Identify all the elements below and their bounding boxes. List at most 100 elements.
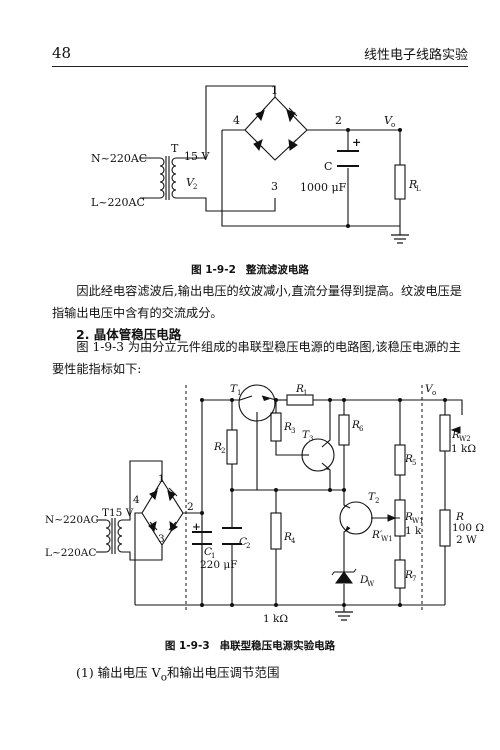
vo-sub: o	[391, 121, 395, 129]
load-value1-label: 100 Ω	[452, 522, 484, 534]
figure2-caption: 图 1-9-3 串联型稳压电源实验电路	[0, 638, 500, 653]
rw1-prime-label: R′	[371, 529, 383, 541]
r6-label: R	[351, 419, 360, 431]
t1-label: T	[230, 383, 238, 395]
diode-icon	[167, 487, 178, 502]
rectifier-filter-circuit-figure: N~220AC L~220AC T 15 V V 2 1 2 3 4 V o +…	[91, 84, 421, 244]
c1-plus-sign: +	[192, 521, 201, 533]
t1-sub: 1	[237, 389, 241, 397]
v2-label: V	[186, 176, 195, 189]
diode-icon	[148, 521, 158, 532]
cap-name-label: C	[324, 160, 332, 173]
t3-label: T	[302, 429, 310, 441]
load-resistor	[394, 164, 406, 200]
vo-label: V	[425, 383, 434, 395]
transistor-icon	[339, 501, 373, 535]
node1-label: 1	[158, 473, 165, 485]
figure1-number: 图 1-9-2	[191, 264, 236, 276]
load-label: R	[455, 511, 464, 523]
v2-sub: 2	[193, 183, 197, 191]
r7-sub: 7	[412, 575, 416, 583]
transformer-icon	[159, 156, 177, 200]
r2-label: R	[213, 441, 222, 453]
source-n-label: N~220AC	[91, 152, 147, 165]
r2-sub: 2	[221, 447, 225, 455]
t3-sub: 3	[309, 435, 313, 443]
secondary-voltage-label: 15 V	[109, 507, 134, 519]
page-header: 48 线性电子线路实验	[52, 40, 468, 67]
body-paragraph-1: 因此经电容滤波后,输出电压的纹波减小,直流分量得到提高。纹波电压是指输出电压中含…	[52, 284, 462, 320]
vo-label: V	[384, 114, 393, 127]
list-item-1: (1) 输出电压 Vo和输出电压调节范围	[76, 662, 279, 684]
r5-sub: 5	[412, 459, 416, 467]
rw2-value-label: 1 kΩ	[451, 443, 476, 455]
bridge-rectifier	[244, 96, 308, 161]
page-number: 48	[52, 44, 72, 62]
figure2-number: 图 1-9-3	[164, 640, 210, 652]
figure1-caption: 图 1-9-2 整流滤波电路	[0, 262, 500, 277]
series-regulator-circuit-figure: N~220AC L~220AC T 15 V 1 2 3 4 T 1 R 1 R…	[45, 383, 484, 625]
node4-label: 4	[133, 494, 140, 506]
transformer-label: T	[171, 142, 179, 155]
item1-sub: o	[160, 671, 167, 684]
figure2-title: 串联型稳压电源实验电路	[219, 640, 336, 652]
rw2-sub: W2	[459, 435, 471, 443]
zener-diode-icon	[331, 568, 357, 584]
c1-sub: 1	[211, 552, 215, 560]
source-l-label: L~220AC	[45, 547, 96, 559]
diode-icon	[168, 520, 178, 532]
figure1-title: 整流滤波电路	[245, 264, 309, 276]
c2-label: C	[239, 536, 247, 548]
diode-icon	[149, 487, 159, 500]
running-title: 线性电子线路实验	[363, 48, 468, 63]
t2-label: T	[368, 491, 376, 503]
r4-label: R	[283, 531, 292, 543]
capacitor	[337, 150, 359, 167]
vo-sub: o	[432, 389, 436, 397]
r6-sub: 6	[359, 425, 364, 433]
rw2-label: R	[451, 429, 460, 441]
r3-label: R	[283, 421, 292, 433]
ground-icon	[335, 611, 353, 621]
r5-label: R	[404, 453, 413, 465]
c2-sub: 2	[246, 542, 250, 550]
r4-sub: 4	[291, 537, 296, 545]
t2-sub: 2	[375, 497, 379, 505]
item1-tail: 和输出电压调节范围	[166, 665, 280, 680]
rw1-label: R	[404, 511, 413, 523]
rw1-sub: W1	[412, 517, 424, 525]
secondary-voltage-label: 15 V	[184, 150, 210, 163]
diode-icon	[253, 139, 264, 152]
cap-plus-sign: +	[352, 136, 361, 149]
rw1-value-label: 1 k	[405, 525, 422, 537]
diode-icon	[255, 107, 266, 122]
node4-label: 4	[233, 114, 240, 127]
load-value2-label: 2 W	[456, 534, 477, 546]
transformer-label: T	[102, 507, 109, 519]
cap-value-label: 1000 μF	[300, 181, 347, 194]
load-sub: L	[416, 185, 421, 193]
diode-icon	[287, 139, 298, 151]
c1-label: C	[204, 546, 212, 558]
body-paragraph-2: 图 1-9-3 为由分立元件组成的串联型稳压电源的电路图,该稳压电源的主要性能指…	[52, 340, 461, 376]
c1-value-label: 220 μF	[200, 559, 238, 571]
dw-sub: W	[367, 580, 375, 588]
item1-text: (1) 输出电压 V	[76, 665, 161, 680]
node2-label: 2	[187, 501, 194, 513]
r7-label: R	[404, 569, 413, 581]
node3-label: 3	[271, 180, 278, 193]
node1-label: 1	[271, 84, 278, 97]
source-l-label: L~220AC	[91, 196, 145, 209]
node2-label: 2	[335, 114, 342, 127]
bridge-rectifier	[141, 478, 184, 547]
r3-sub: 3	[291, 427, 295, 435]
load-label: R	[408, 178, 417, 191]
transformer-icon	[105, 518, 123, 554]
node3-label: 3	[158, 533, 165, 545]
section-title: 2. 晶体管稳压电路	[76, 327, 182, 342]
r1-sub: 1	[303, 389, 307, 397]
dw-label: D	[359, 574, 369, 586]
source-n-label: N~220AC	[45, 514, 99, 526]
r1-label: R	[295, 383, 304, 395]
diode-icon	[286, 107, 298, 123]
